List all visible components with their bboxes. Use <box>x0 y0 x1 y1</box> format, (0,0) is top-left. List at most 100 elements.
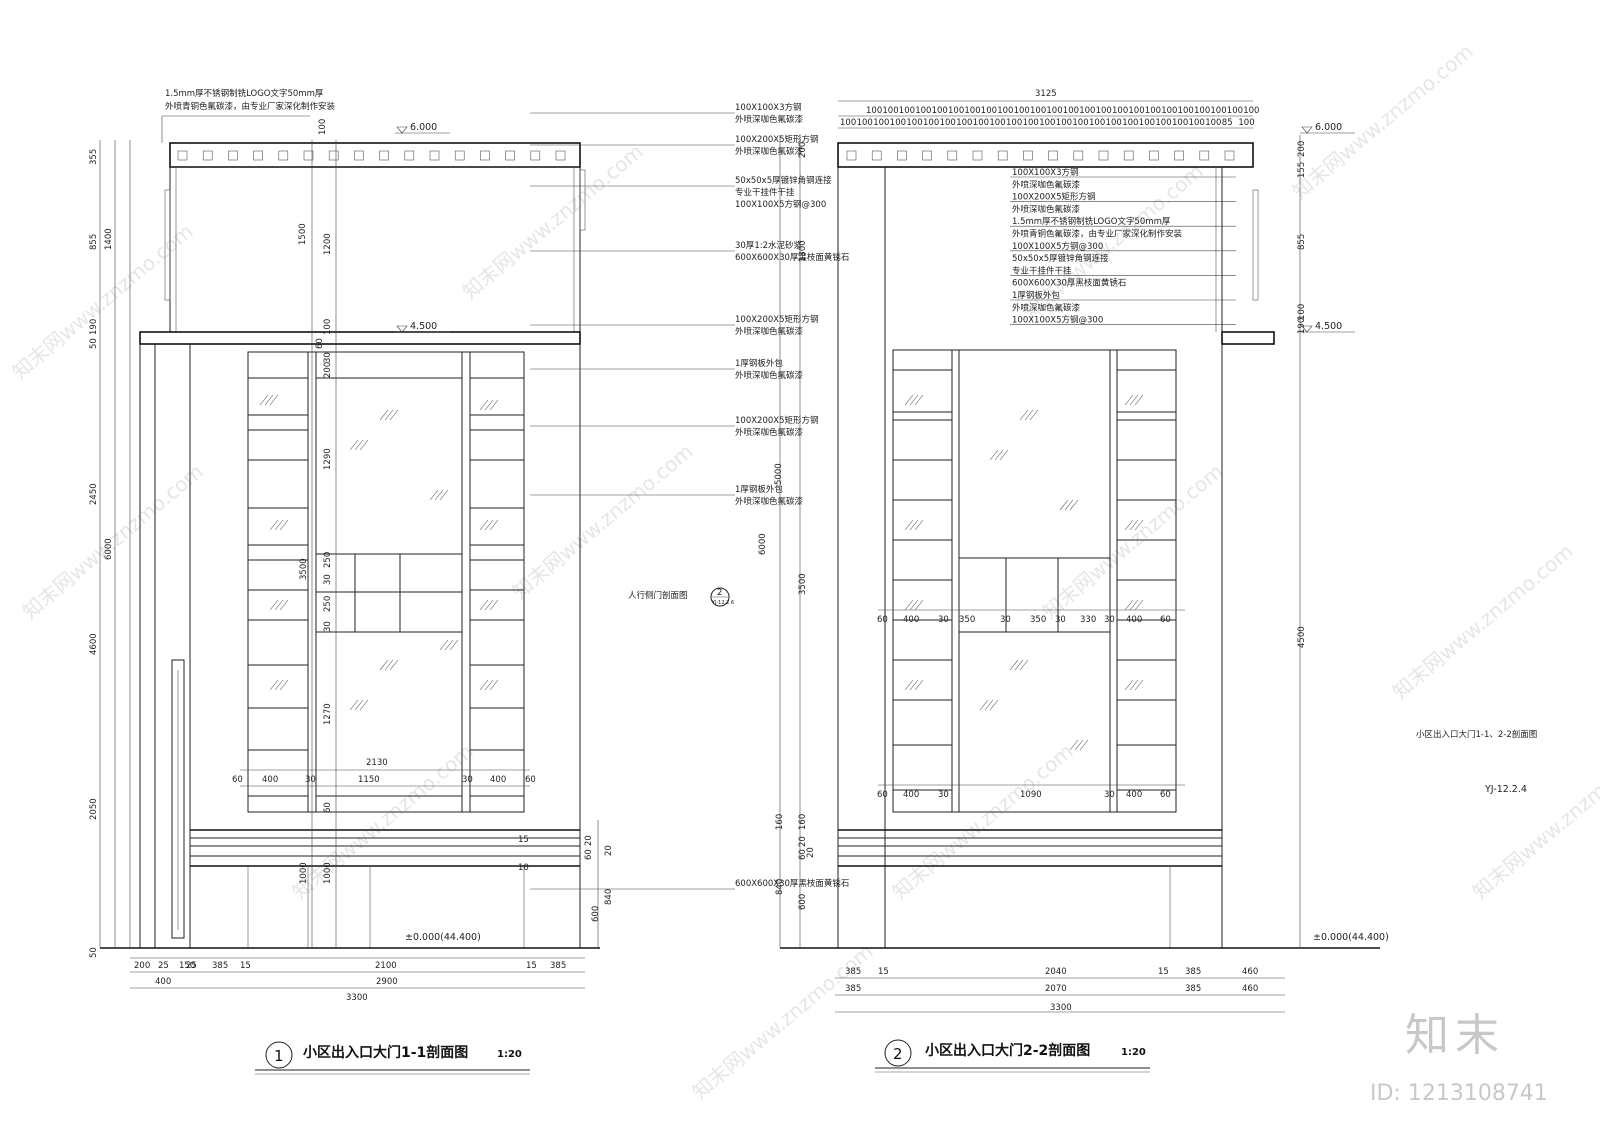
watermark-text: 知末网www.znzmo.com <box>1468 739 1600 904</box>
dim-label: 100 <box>1030 106 1046 116</box>
dim-label: 5000 <box>774 463 784 485</box>
top-beam <box>837 142 1254 168</box>
dim-label: 30 <box>1000 615 1011 625</box>
glass-hatch <box>479 679 489 691</box>
dim-label: 400 <box>262 775 278 785</box>
glass-hatch <box>909 394 919 406</box>
dim-label: 30 <box>1104 790 1115 800</box>
dim-label: 100 <box>899 106 915 116</box>
glass-hatch <box>914 519 924 531</box>
callout-text: 外喷深咖色氟碳漆 <box>1012 302 1081 313</box>
dim-label: 60 <box>323 802 333 813</box>
square-tube <box>972 150 983 161</box>
dim-label: 100 <box>1194 106 1210 116</box>
top-beam <box>169 142 581 168</box>
mid-beam <box>139 331 581 345</box>
svg-text:1: 1 <box>274 1047 284 1065</box>
callouts: 100X100X3方钢外喷深咖色氟碳漆100X200X5矩形方钢外喷深咖色氟碳漆… <box>1010 167 1236 326</box>
dim-label: 60 <box>798 849 808 860</box>
dim-label: 6000 <box>758 533 768 555</box>
glass-hatch <box>979 699 989 711</box>
dim-label: 30 <box>462 775 473 785</box>
glass-hatch <box>479 519 489 531</box>
dim-label: 100 <box>1056 118 1072 128</box>
dim-label: 60 <box>232 775 243 785</box>
glass-hatch <box>444 639 454 651</box>
svg-text:1:20: 1:20 <box>1121 1047 1146 1058</box>
callout-text: 外喷深咖色氟碳漆 <box>735 427 804 438</box>
dim-label: 60 <box>877 615 888 625</box>
glass-hatch <box>274 519 284 531</box>
door-frame <box>247 351 525 813</box>
glass-hatch <box>439 639 449 651</box>
dim-label: 100 <box>1046 106 1062 116</box>
section-2-title: 2 小区出入口大门2-2剖面图 1:20 <box>875 1039 1150 1073</box>
elevation-ground: ±0.000(44.400) <box>405 932 481 943</box>
dim-label: 100 <box>1205 118 1221 128</box>
dim-label: 100 <box>981 106 997 116</box>
callout-text: 外喷深咖色氟碳漆 <box>735 370 804 381</box>
dim-label: 20 <box>798 836 808 847</box>
glass-hatch <box>389 409 399 421</box>
top-callout: 1.5mm厚不锈钢制铣LOGO文字50mm厚 外喷青铜色氟碳漆，由专业厂家深化制… <box>161 88 336 143</box>
glass-hatch <box>449 639 459 651</box>
dim-label: 200 <box>323 362 333 378</box>
callout-text: 100X100X5方钢@300 <box>1012 315 1103 326</box>
dim-label: 385 <box>1185 984 1201 994</box>
sheet-caption: 小区出入口大门1-1、2-2剖面图 <box>1416 729 1537 740</box>
square-tube <box>1149 150 1159 161</box>
dim-label: 200 <box>1297 141 1307 157</box>
dim-label: 100 <box>318 119 328 135</box>
square-tube <box>922 150 932 161</box>
dim-label: 30 <box>938 790 949 800</box>
beam-square-tubes <box>177 150 566 161</box>
left-dims: 355 855 1400 190 50 2450 6000 4600 2050 … <box>89 140 131 958</box>
glass-hatch <box>1134 599 1144 611</box>
dim-label: 1300 <box>798 240 808 262</box>
dim-label: 385 <box>1185 967 1201 977</box>
square-tube <box>303 150 314 161</box>
watermark-text: 知末网www.znzmo.com <box>688 939 878 1104</box>
dim-label: 350 <box>1030 615 1046 625</box>
svg-text:4.500: 4.500 <box>1315 321 1342 332</box>
square-tube <box>328 150 339 161</box>
svg-text:1.5mm厚不锈钢制铣LOGO文字50mm厚: 1.5mm厚不锈钢制铣LOGO文字50mm厚 <box>165 88 324 99</box>
glass-hatch <box>269 394 279 406</box>
glass-hatch <box>1074 739 1084 751</box>
callout-text: 外喷深咖色氟碳漆 <box>1012 204 1081 215</box>
dim-label: 100 <box>1112 106 1128 116</box>
beam-square-tubes <box>846 150 1235 161</box>
glass-hatch <box>434 489 444 501</box>
svg-text:2050: 2050 <box>89 798 99 820</box>
section-1-1: 6.000 4.500 ±0.000(44.400) 1.5mm厚不锈钢制铣LO… <box>89 88 849 1075</box>
dim-label: 250 <box>323 552 333 568</box>
dim-label: 100 <box>323 319 333 335</box>
dim-label: 160 <box>798 814 808 830</box>
sheet-code: YJ-12.2.4 <box>1484 784 1527 795</box>
right-cladding <box>1252 189 1259 301</box>
callout-text: 100X200X5矩形方钢 <box>735 134 819 145</box>
glass-hatch <box>279 599 289 611</box>
dim-label: 1290 <box>323 448 333 470</box>
dim-label: 100 <box>1079 106 1095 116</box>
glass-hatch <box>989 699 999 711</box>
dim-label: 840 <box>775 879 785 895</box>
glass-hatch <box>1129 599 1139 611</box>
dim-label: 15 <box>878 967 889 977</box>
dim-label: 2040 <box>1045 967 1067 977</box>
svg-text:355: 355 <box>89 149 99 165</box>
glass-hatch <box>1134 394 1144 406</box>
callout-text: 1.5mm厚不锈钢制铣LOGO文字50mm厚 <box>1012 216 1171 227</box>
glass-hatch <box>914 394 924 406</box>
dim-label: 100 <box>906 118 922 128</box>
dim-label: 30 <box>1104 615 1115 625</box>
square-tube <box>253 150 263 161</box>
glass-hatch <box>1124 599 1134 611</box>
callout-text: 100X200X5矩形方钢 <box>1012 192 1096 203</box>
svg-text:2: 2 <box>717 588 722 598</box>
